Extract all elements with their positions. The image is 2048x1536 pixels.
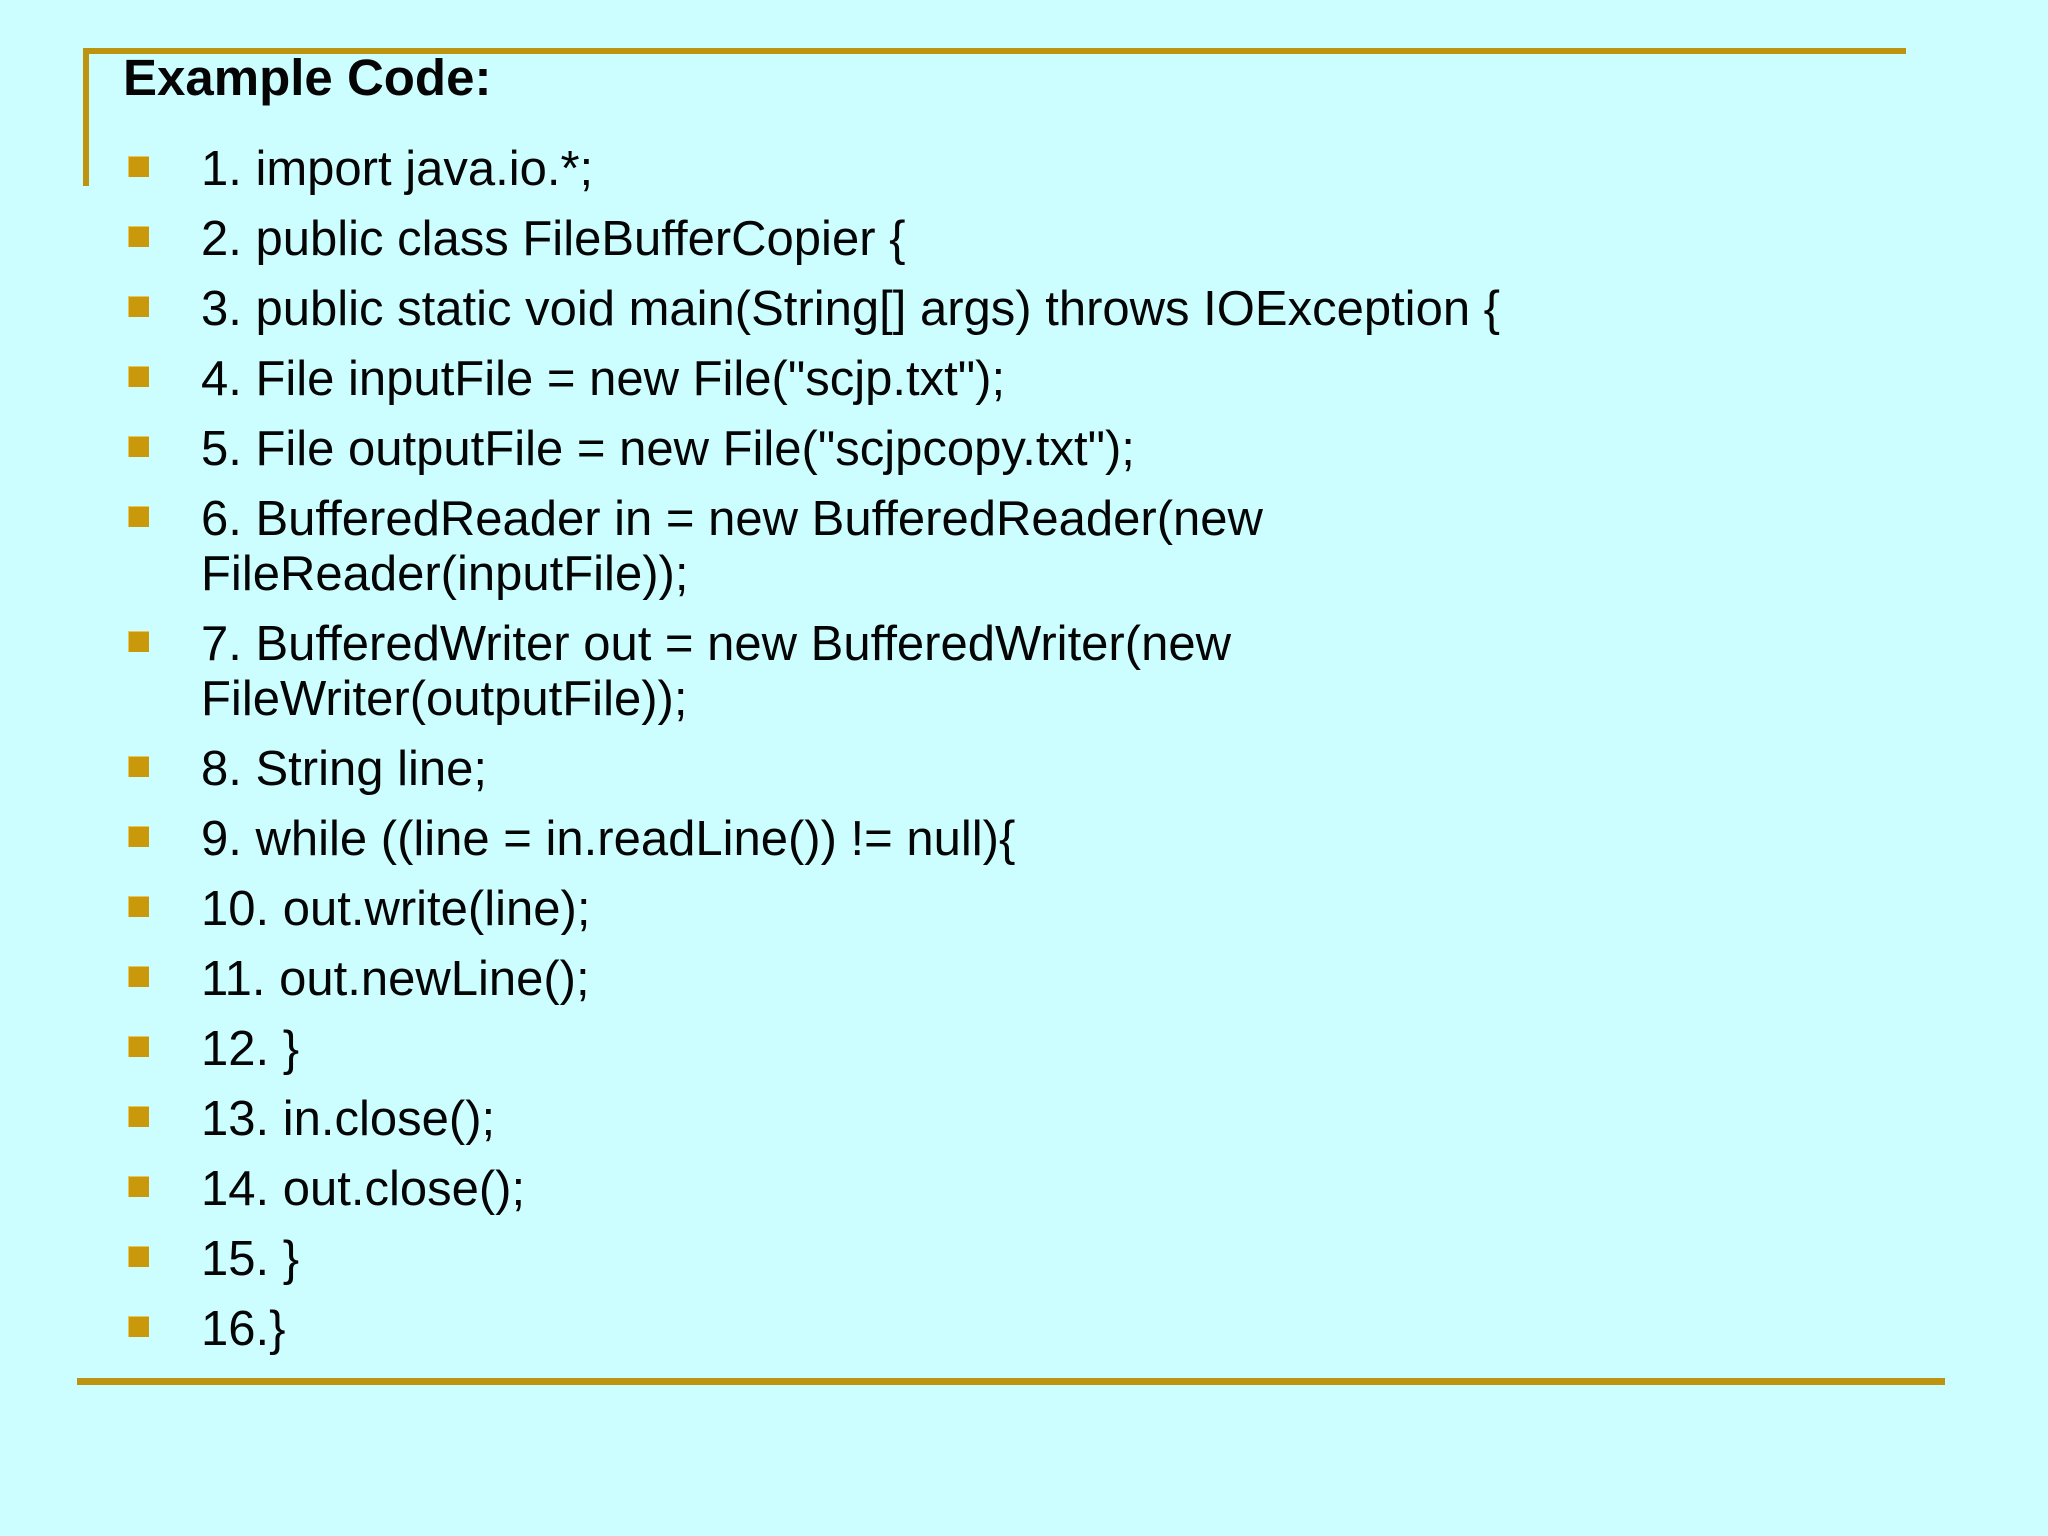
square-bullet-icon — [128, 436, 149, 457]
square-bullet-icon — [128, 156, 149, 177]
square-bullet-icon — [128, 1106, 149, 1127]
code-line-text: 13. in.close(); — [201, 1092, 496, 1146]
square-bullet-icon — [128, 631, 149, 652]
code-line-text: 3. public static void main(String[] args… — [201, 282, 1501, 336]
code-line-text: 4. File inputFile = new File("scjp.txt")… — [201, 352, 1006, 406]
list-item: 9. while ((line = in.readLine()) != null… — [123, 812, 1923, 867]
list-item: 11. out.newLine(); — [123, 952, 1923, 1007]
list-item: 13. in.close(); — [123, 1092, 1923, 1147]
square-bullet-icon — [128, 226, 149, 247]
code-line-text: 7. BufferedWriter out = new BufferedWrit… — [201, 617, 1231, 726]
top-accent-rule — [83, 48, 1906, 54]
code-list: 1. import java.io.*; 2. public class File… — [123, 142, 1923, 1357]
list-item: 7. BufferedWriter out = new BufferedWrit… — [123, 617, 1923, 727]
code-line-text: 5. File outputFile = new File("scjpcopy.… — [201, 422, 1135, 476]
bottom-accent-rule — [77, 1378, 1945, 1385]
list-item: 10. out.write(line); — [123, 882, 1923, 937]
code-line-text: 14. out.close(); — [201, 1162, 526, 1216]
code-line-text: 2. public class FileBufferCopier { — [201, 212, 906, 266]
code-line-text: 11. out.newLine(); — [201, 952, 590, 1006]
list-item: 5. File outputFile = new File("scjpcopy.… — [123, 422, 1923, 477]
square-bullet-icon — [128, 1176, 149, 1197]
left-accent-rule — [83, 48, 89, 186]
code-line-text: 15. } — [201, 1232, 300, 1286]
square-bullet-icon — [128, 896, 149, 917]
list-item: 1. import java.io.*; — [123, 142, 1923, 197]
list-item: 4. File inputFile = new File("scjp.txt")… — [123, 352, 1923, 407]
square-bullet-icon — [128, 296, 149, 317]
code-line-text: 16.} — [201, 1302, 286, 1356]
list-item: 14. out.close(); — [123, 1162, 1923, 1217]
list-item: 15. } — [123, 1232, 1923, 1287]
list-item: 6. BufferedReader in = new BufferedReade… — [123, 492, 1923, 602]
square-bullet-icon — [128, 826, 149, 847]
square-bullet-icon — [128, 366, 149, 387]
code-line-text: 9. while ((line = in.readLine()) != null… — [201, 812, 1016, 866]
square-bullet-icon — [128, 506, 149, 527]
code-line-text: 6. BufferedReader in = new BufferedReade… — [201, 492, 1263, 601]
square-bullet-icon — [128, 1316, 149, 1337]
list-item: 2. public class FileBufferCopier { — [123, 212, 1923, 267]
list-item: 16.} — [123, 1302, 1923, 1357]
square-bullet-icon — [128, 756, 149, 777]
list-item: 12. } — [123, 1022, 1923, 1077]
slide-title: Example Code: — [123, 49, 492, 106]
list-item: 3. public static void main(String[] args… — [123, 282, 1923, 337]
slide-content: Example Code: 1. import java.io.*; 2. pub… — [123, 49, 1923, 1372]
code-line-text: 1. import java.io.*; — [201, 142, 594, 196]
code-line-text: 10. out.write(line); — [201, 882, 591, 936]
list-item: 8. String line; — [123, 742, 1923, 797]
square-bullet-icon — [128, 1036, 149, 1057]
code-line-text: 12. } — [201, 1022, 300, 1076]
square-bullet-icon — [128, 1246, 149, 1267]
square-bullet-icon — [128, 966, 149, 987]
code-line-text: 8. String line; — [201, 742, 487, 796]
